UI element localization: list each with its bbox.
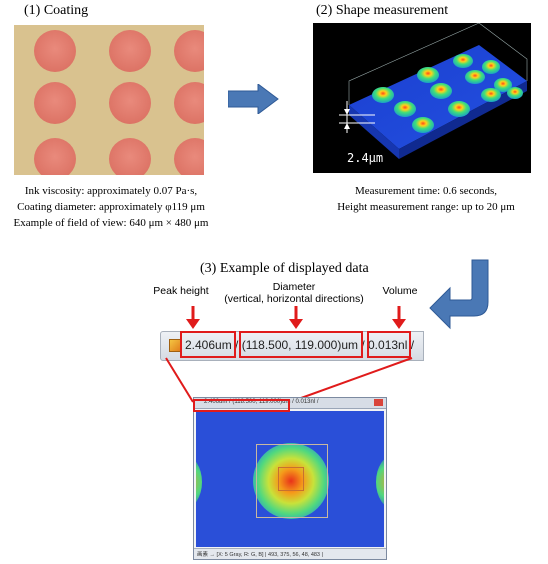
peak-height-label: Peak height [153,285,209,297]
close-icon[interactable] [374,399,383,406]
drop-heatmap-left [196,455,202,509]
caption-line: Measurement time: 0.6 seconds, [354,185,498,197]
diameter-highlight-box [239,331,363,358]
window-status-text: 画素 → [X: 5 Gray, R: G, B] | 493, 375, 56… [197,552,323,558]
window-title: 2.406um / (118.500, 119.000)um / 0.013nl… [204,399,319,405]
down-arrow-icon [392,306,406,329]
caption-line: Coating diameter: approximately φ119 μm [17,201,205,213]
heatmap-view [196,411,384,547]
diameter-label-line1: Diameter [272,281,316,293]
shape-3d-render: 2.4μm [313,23,531,173]
down-arrow-icon [186,306,200,329]
shape-measurement-title: (2) Shape measurement [316,3,449,18]
coating-micrograph [14,25,204,175]
displayed-data-title: (3) Example of displayed data [200,261,369,276]
curved-arrow-icon [429,259,489,330]
coating-caption: Ink viscosity: approximately 0.07 Pa·s, … [0,183,222,231]
drop-heatmap [253,443,329,519]
caption-line: Height measurement range: up to 20 μm [337,201,515,213]
status-text: 2.406um / (118.500, 119.000)um / 0.013nl… [185,338,415,352]
right-arrow-icon [228,84,279,114]
diameter-label-line2: (vertical, horizontal directions) [224,293,364,305]
shape-caption: Measurement time: 0.6 seconds, Height me… [308,183,544,215]
coating-title: (1) Coating [24,3,89,18]
volume-label: Volume [382,285,418,297]
diameter-label: Diameter (vertical, horizontal direction… [210,281,378,305]
drop-heatmap-right [376,455,384,509]
down-arrow-icon [289,306,303,329]
roi-inner-box [278,467,304,491]
peak-highlight-box [180,331,236,358]
height-label: 2.4μm [347,151,384,165]
window-titlebar: 2.406um / (118.500, 119.000)um / 0.013nl… [194,398,386,409]
caption-line: Ink viscosity: approximately 0.07 Pa·s, [24,185,198,197]
volume-highlight-box [367,331,411,358]
display-window: 2.406um / (118.500, 119.000)um / 0.013nl… [193,397,387,560]
caption-line: Example of field of view: 640 μm × 480 μ… [13,217,209,229]
window-title-highlight-box [193,399,290,412]
roi-outer-box [256,444,328,518]
window-statusbar: 画素 → [X: 5 Gray, R: G, B] | 493, 375, 56… [194,548,386,559]
